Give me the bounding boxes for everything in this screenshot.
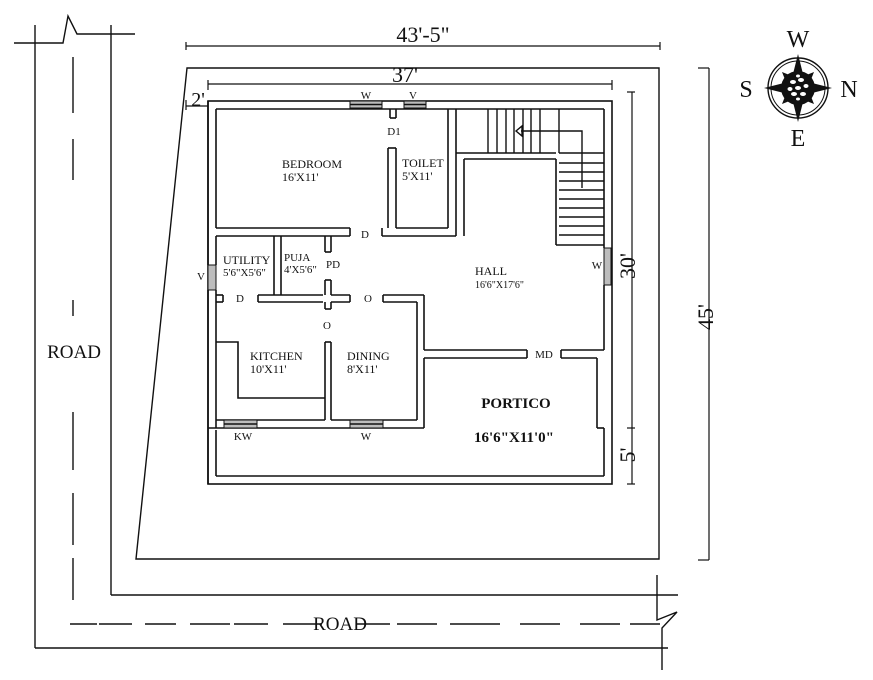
hall-name: HALL — [475, 264, 507, 278]
opening-2-label: O — [323, 320, 331, 332]
left-road: ROAD — [14, 13, 135, 648]
building-width-label: 37' — [392, 62, 418, 87]
window-top-label: W — [361, 90, 372, 102]
toilet-name: TOILET — [402, 156, 444, 170]
window-hall — [603, 247, 612, 286]
front-setback-label: 5' — [615, 447, 640, 462]
stair-direction-arrow-icon — [514, 124, 523, 138]
compass-right-label: N — [840, 77, 857, 103]
door-d1-label: D1 — [387, 126, 400, 138]
utility-name: UTILITY — [223, 253, 271, 267]
plot-boundary — [135, 67, 660, 560]
portico-name: PORTICO — [481, 396, 550, 412]
room-labels: BEDROOM 16'X11' TOILET 5'X11' UTILITY 5'… — [223, 156, 554, 446]
puja-size: 4'X5'6" — [284, 264, 317, 276]
ventilator-top-label: V — [409, 90, 417, 102]
windows — [207, 100, 612, 429]
opening-labels: W V D1 D V D PD O O W MD KW W — [197, 90, 603, 443]
window-hall-label: W — [592, 260, 603, 272]
setback-left-label: 2' — [191, 89, 205, 111]
overall-width-label: 43'-5" — [396, 22, 449, 47]
kitchen-name: KITCHEN — [250, 349, 303, 363]
window-dining-label: W — [361, 431, 372, 443]
compass-left-label: S — [739, 77, 752, 103]
toilet-size: 5'X11' — [402, 169, 433, 183]
ventilator-utility — [207, 264, 217, 291]
bottom-road-label: ROAD — [313, 614, 367, 635]
overall-width-dimension: 43'-5" — [185, 22, 661, 50]
plot-depth-label: 45' — [693, 304, 718, 330]
puja-door-label: PD — [326, 259, 340, 271]
portico-size: 16'6"X11'0" — [474, 430, 554, 446]
ventilator-utility-label: V — [197, 271, 205, 283]
bottom-road: ROAD — [35, 575, 678, 670]
bedroom-size: 16'X11' — [282, 170, 319, 184]
bedroom-name: BEDROOM — [282, 157, 342, 171]
bedroom-door-label: D — [361, 229, 369, 241]
dining-name: DINING — [347, 349, 390, 363]
kitchen-size: 10'X11' — [250, 362, 287, 376]
setback-left-dimension: 2' — [185, 89, 208, 111]
left-road-label: ROAD — [47, 342, 101, 363]
dining-size: 8'X11' — [347, 362, 378, 376]
house-depth-label: 30' — [615, 253, 640, 279]
hall-size: 16'6"X17'6" — [475, 280, 524, 291]
utility-size: 5'6"X5'6" — [223, 267, 266, 279]
compass-icon: W S N E — [739, 27, 857, 152]
compass-bottom-label: E — [791, 126, 806, 152]
utility-door-label: D — [236, 293, 244, 305]
building-width-dimension: 37' — [207, 62, 613, 90]
puja-name: PUJA — [284, 252, 310, 264]
opening-1-label: O — [364, 293, 372, 305]
house-depth-dimension: 30' 5' — [615, 91, 640, 485]
compass-top-label: W — [787, 27, 810, 53]
kitchen-window-label: KW — [234, 431, 253, 443]
plot-depth-dimension: 45' — [693, 67, 718, 561]
staircase — [487, 109, 604, 236]
main-door-label: MD — [535, 349, 553, 361]
